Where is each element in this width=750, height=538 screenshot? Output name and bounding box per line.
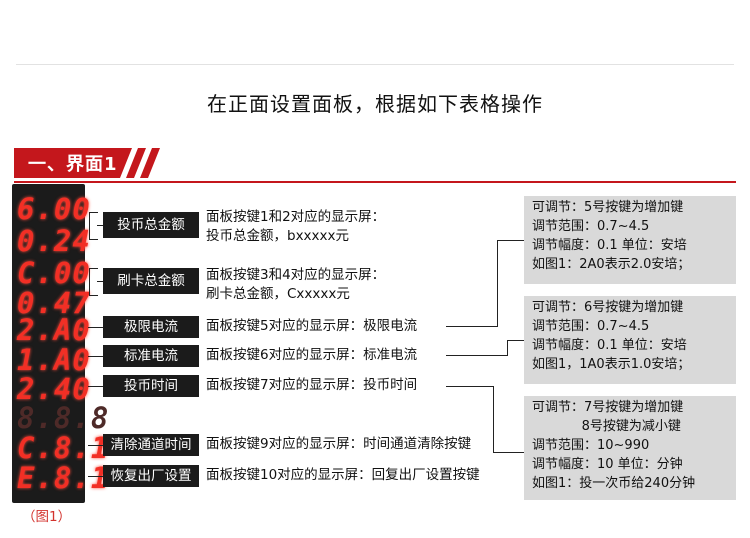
tick-3 — [88, 327, 103, 328]
led-display-panel: 6.00 0.24 C.00 0.47 2.A0 1.A0 2.40 8.8.8… — [12, 184, 110, 503]
label-card-total: 刷卡总金额 — [103, 268, 199, 294]
tick-6 — [88, 445, 103, 446]
tick-5 — [88, 386, 103, 387]
led-row-4: 0.47 — [17, 286, 91, 320]
label-limit-current: 极限电流 — [103, 316, 199, 338]
desc-2: 面板按键3和4对应的显示屏： 刷卡总金额，Cxxxxx元 — [206, 266, 385, 304]
connector-4-end — [507, 340, 524, 341]
connector-3-end — [497, 240, 524, 241]
desc-6: 面板按键9对应的显示屏：时间通道清除按键 — [206, 436, 472, 452]
tick-7 — [88, 476, 103, 477]
panel-2-line-1: 可调节：6号按键为增加键 — [532, 300, 684, 315]
led-row-6: 1.A0 — [17, 343, 91, 377]
desc-1-line-2: 投币总金额，bxxxxx元 — [206, 228, 350, 244]
bracket-tick-2 — [97, 281, 103, 282]
panel-3-line-1: 可调节：7号按键为增加键 — [532, 400, 684, 415]
label-coin-time: 投币时间 — [103, 375, 199, 397]
label-standard-current: 标准电流 — [103, 345, 199, 367]
desc-1: 面板按键1和2对应的显示屏： 投币总金额，bxxxxx元 — [206, 208, 385, 246]
section-banner-shape — [14, 148, 160, 178]
label-factory-reset: 恢复出厂设置 — [103, 465, 199, 487]
bracket-tick-1 — [97, 225, 103, 226]
connector-4-h — [446, 355, 508, 356]
panel-1-line-4: 如图1：2A0表示2.0安培； — [532, 257, 691, 272]
section-title-banner: 一、界面1 — [14, 148, 160, 178]
bracket-1 — [89, 212, 98, 240]
section-rule — [14, 181, 736, 183]
desc-2-line-1: 面板按键3和4对应的显示屏： — [206, 267, 386, 283]
connector-5-v — [493, 386, 494, 452]
led-row-10: E.8.1 — [17, 461, 110, 495]
led-row-3: C.00 — [17, 256, 91, 290]
panel-2-line-3: 调节幅度：0.1 单位：安培 — [532, 338, 687, 353]
top-divider — [16, 64, 734, 65]
panel-3-line-3: 调节范围：10~990 — [532, 438, 650, 453]
panel-2-line-2: 调节范围：0.7~4.5 — [532, 319, 650, 334]
label-coin-total: 投币总金额 — [103, 212, 199, 238]
led-row-9: C.8.1 — [17, 431, 110, 465]
connector-5-h — [446, 386, 494, 387]
desc-1-line-1: 面板按键1和2对应的显示屏： — [206, 209, 386, 225]
connector-3-v — [497, 240, 498, 326]
figure-caption: （图1） — [22, 509, 72, 525]
bracket-2 — [89, 268, 98, 296]
connector-3-h — [446, 326, 498, 327]
led-row-2: 0.24 — [17, 224, 91, 258]
desc-3: 面板按键5对应的显示屏：极限电流 — [206, 318, 418, 334]
desc-4: 面板按键6对应的显示屏：标准电流 — [206, 347, 418, 363]
panel-3-line-5: 如图1：投一次币给240分钟 — [532, 476, 696, 491]
desc-5: 面板按键7对应的显示屏：投币时间 — [206, 377, 418, 393]
section-title: 一、界面1 — [28, 154, 118, 175]
label-clear-channel-time: 清除通道时间 — [103, 434, 199, 456]
connector-4-v — [507, 340, 508, 355]
panel-3-line-4: 调节幅度：10 单位：分钟 — [532, 457, 683, 472]
led-row-5: 2.A0 — [17, 313, 91, 347]
page-headline: 在正面设置面板，根据如下表格操作 — [207, 92, 543, 116]
connector-5-end — [493, 452, 524, 453]
panel-3-line-2: 8号按键为减小键 — [532, 419, 681, 434]
info-panel-coin-time: 可调节：7号按键为增加键 8号按键为减小键 调节范围：10~990 调节幅度：1… — [524, 396, 736, 500]
panel-1-line-2: 调节范围：0.7~4.5 — [532, 219, 650, 234]
info-panel-standard-current: 可调节：6号按键为增加键 调节范围：0.7~4.5 调节幅度：0.1 单位：安培… — [524, 296, 736, 384]
led-row-8: 8.8.8 — [17, 401, 110, 435]
desc-7: 面板按键10对应的显示屏：回复出厂设置按键 — [206, 467, 480, 483]
tick-4 — [88, 356, 103, 357]
desc-2-line-2: 刷卡总金额，Cxxxxx元 — [206, 286, 350, 302]
panel-2-line-4: 如图1，1A0表示1.0安培； — [532, 357, 691, 372]
led-row-7: 2.40 — [17, 372, 91, 406]
panel-1-line-3: 调节幅度：0.1 单位：安培 — [532, 238, 687, 253]
info-panel-limit-current: 可调节：5号按键为增加键 调节范围：0.7~4.5 调节幅度：0.1 单位：安培… — [524, 196, 736, 284]
panel-1-line-1: 可调节：5号按键为增加键 — [532, 200, 684, 215]
led-row-1: 6.00 — [17, 192, 91, 226]
